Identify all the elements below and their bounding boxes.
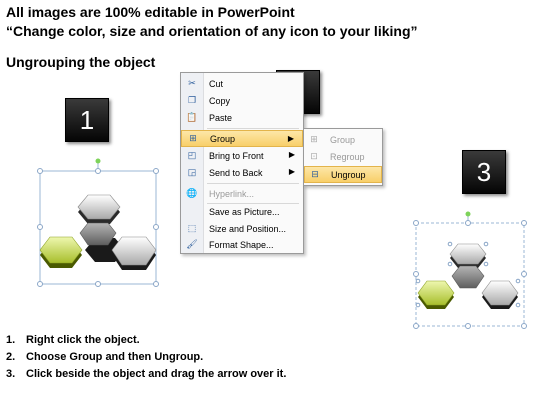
instruction-step: 2. Choose Group and then Ungroup. <box>6 351 204 363</box>
section-subheading: Ungrouping the object <box>6 54 156 70</box>
submenu-arrow-icon: ▶ <box>288 167 295 176</box>
menu-item-bring-to-front[interactable]: ◰ Bring to Front ▶ <box>181 147 303 164</box>
ungroup-icon: ⊟ <box>311 169 319 179</box>
paste-icon: 📋 <box>186 112 198 122</box>
menu-item-format-shape[interactable]: 🖌 Format Shape... <box>181 236 303 253</box>
submenu-arrow-icon: ▶ <box>287 134 294 143</box>
hexagon-right <box>481 280 519 306</box>
grouped-hexagon-object[interactable] <box>30 155 170 290</box>
rotate-handle <box>95 158 101 164</box>
ungrouped-hexagon-object[interactable] <box>408 208 533 333</box>
menu-separator <box>207 183 299 184</box>
hexagon-top <box>449 243 487 265</box>
menu-item-hyperlink[interactable]: 🌐 Hyperlink... <box>181 185 303 202</box>
hexagon-right <box>111 236 157 266</box>
step-badge-3: 3 <box>462 150 506 194</box>
submenu-arrow-icon: ▶ <box>288 150 295 159</box>
hexagon-center <box>79 222 117 246</box>
menu-item-send-to-back[interactable]: ◲ Send to Back ▶ <box>181 164 303 181</box>
title-line-1: All images are 100% editable in PowerPoi… <box>6 4 295 20</box>
menu-separator <box>207 203 299 204</box>
instruction-list: 1. Right click the object. 2. Choose Gro… <box>6 332 286 383</box>
submenu-item-ungroup[interactable]: ⊟ Ungroup <box>304 166 382 183</box>
hexagon-center <box>451 265 485 289</box>
step-badge-1: 1 <box>65 98 109 142</box>
hyperlink-icon: 🌐 <box>186 188 198 198</box>
send-to-back-icon: ◲ <box>187 167 197 177</box>
submenu-item-regroup[interactable]: ⊡ Regroup <box>304 148 382 165</box>
context-menu: ✂ Cut ❐ Copy 📋 Paste ⊞ Group ▶ ◰ Bring t… <box>180 72 304 254</box>
group-icon: ⊞ <box>310 134 318 144</box>
hexagon-top <box>77 194 121 220</box>
instruction-step: 1. Right click the object. <box>6 334 140 346</box>
format-shape-icon: 🖌 <box>186 239 198 249</box>
menu-item-cut[interactable]: ✂ Cut <box>181 75 303 92</box>
instruction-step: 3. Click beside the object and drag the … <box>6 368 287 380</box>
rotate-handle <box>465 211 471 217</box>
menu-item-size-and-position[interactable]: ⬚ Size and Position... <box>181 220 303 237</box>
hexagon-green <box>39 236 83 264</box>
regroup-icon: ⊡ <box>310 151 318 161</box>
hexagon-green <box>417 280 455 306</box>
group-icon: ⊞ <box>189 133 197 143</box>
scissors-icon: ✂ <box>188 78 196 88</box>
submenu-item-group[interactable]: ⊞ Group <box>304 131 382 148</box>
menu-item-group[interactable]: ⊞ Group ▶ <box>181 130 303 147</box>
menu-item-save-as-picture[interactable]: Save as Picture... <box>209 206 280 217</box>
menu-separator <box>207 128 299 129</box>
menu-item-paste[interactable]: 📋 Paste <box>181 109 303 126</box>
menu-item-copy[interactable]: ❐ Copy <box>181 92 303 109</box>
title-line-2: “Change color, size and orientation of a… <box>6 23 418 39</box>
copy-icon: ❐ <box>187 95 197 105</box>
menu-gutter <box>181 73 204 253</box>
group-submenu: ⊞ Group ⊡ Regroup ⊟ Ungroup <box>303 128 383 186</box>
size-position-icon: ⬚ <box>187 223 197 233</box>
bring-to-front-icon: ◰ <box>187 150 197 160</box>
